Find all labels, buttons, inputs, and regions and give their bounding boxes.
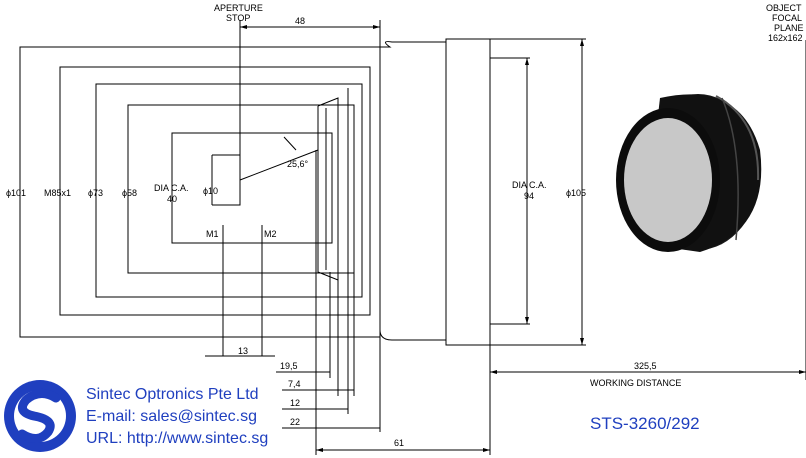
aperture-stop (212, 154, 241, 206)
dim-10-label: ϕ10 (203, 186, 218, 196)
dim-19-5-label: 19,5 (280, 361, 298, 371)
arrow (483, 448, 490, 452)
m1-label: M1 (206, 229, 219, 239)
object-focal-label: PLANE (774, 23, 804, 33)
angle-arc (283, 136, 297, 151)
dim-12-label: 12 (290, 398, 300, 408)
clear-aperture-outline (171, 132, 333, 244)
lens-rendering (616, 94, 762, 253)
aperture-stop-label: APERTURE (214, 3, 263, 13)
lens-element-1 (317, 97, 339, 281)
aperture-stop-label: STOP (226, 13, 250, 23)
working-distance-label: WORKING DISTANCE (590, 378, 681, 388)
dim-101-label: ϕ101 (6, 188, 26, 198)
dim-m85-label: M85x1 (44, 188, 71, 198)
dim-22-label: 22 (290, 417, 300, 427)
dim-61-label: 61 (394, 438, 404, 448)
company-email: E-mail: sales@sintec.sg (86, 408, 257, 425)
part-number: STS-3260/292 (590, 414, 700, 433)
arrow (316, 448, 323, 452)
front-collar (379, 41, 447, 341)
arrow (799, 370, 806, 374)
angle-label: 25,6° (287, 159, 309, 169)
dim-48-label: 48 (295, 16, 305, 26)
object-focal-label: FOCAL (772, 13, 802, 23)
dim-73-label: ϕ73 (88, 188, 103, 198)
arrow (373, 25, 380, 29)
dia-ca-94-value: 94 (524, 191, 534, 201)
company-name: Sintec Optronics Pte Ltd (86, 386, 259, 403)
arrow (580, 338, 584, 345)
front-cell (445, 38, 491, 346)
company-url: URL: http://www.sintec.sg (86, 430, 269, 447)
dia-ca-94-label: DIA C.A. (512, 180, 547, 190)
m2-label: M2 (264, 229, 277, 239)
arrow (580, 39, 584, 46)
dim-105-label: ϕ105 (566, 188, 586, 198)
dim-325-5-label: 325,5 (634, 361, 657, 371)
company-info: Sintec Optronics Pte Ltd E-mail: sales@s… (86, 384, 268, 450)
dim-58-label: ϕ58 (122, 188, 137, 198)
object-focal-label: 162x162 (768, 33, 803, 43)
dia-ca-40-value: 40 (167, 194, 177, 204)
arrow (525, 317, 529, 324)
dia-ca-40-label: DIA C.A. (154, 183, 189, 193)
arrow (490, 370, 497, 374)
dim-7-4-label: 7,4 (288, 379, 301, 389)
sintec-logo (4, 380, 76, 452)
arrow (240, 25, 247, 29)
dim-13-label: 13 (238, 346, 248, 356)
aperture-center-line (239, 149, 319, 181)
arrow (525, 58, 529, 65)
object-focal-label: OBJECT (766, 3, 802, 13)
